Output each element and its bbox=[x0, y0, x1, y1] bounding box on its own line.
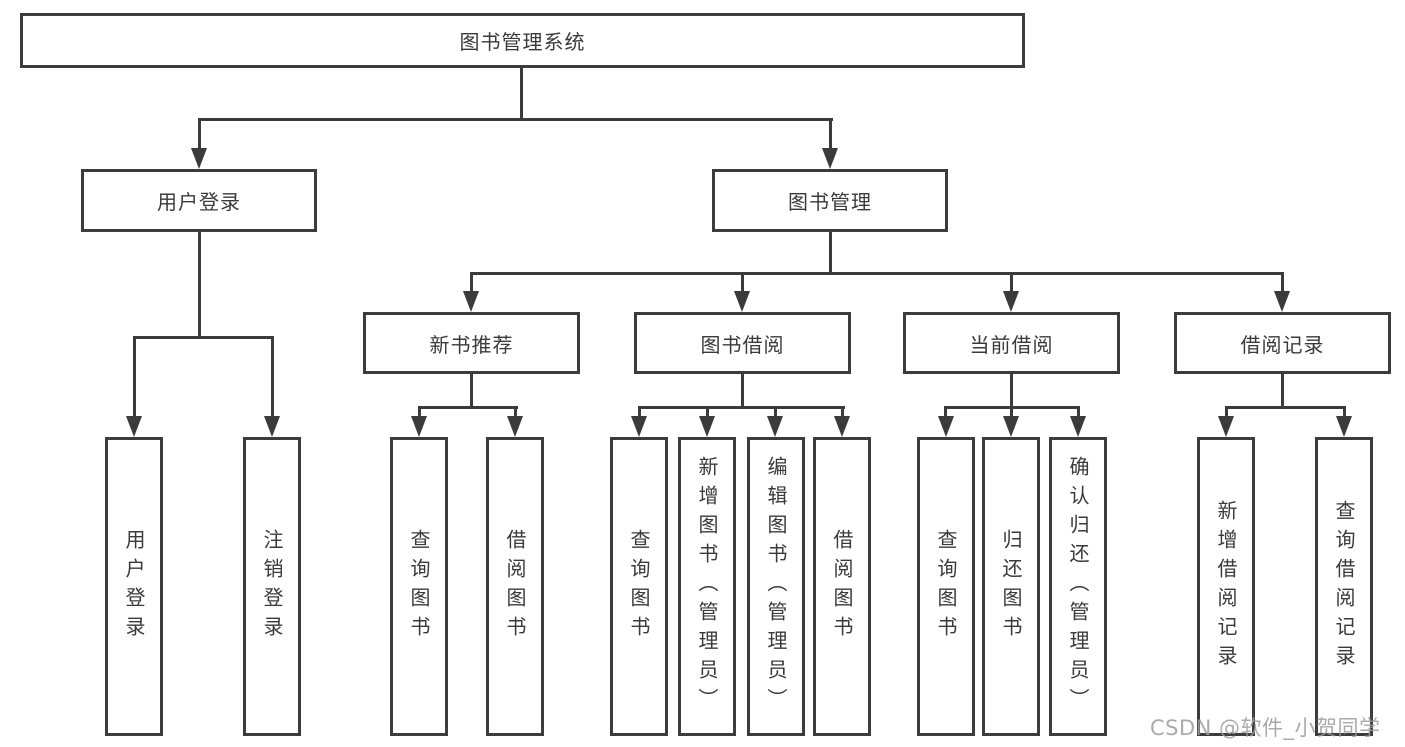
connector-line bbox=[1010, 406, 1013, 418]
connector-line bbox=[198, 118, 201, 150]
connector-line bbox=[198, 118, 833, 121]
leaf-label: 查询图书 bbox=[934, 528, 958, 645]
watermark: CSDN @软件_小贺同学 bbox=[1150, 716, 1381, 740]
node-book-management: 图书管理 bbox=[712, 169, 948, 232]
leaf-label: 归还图书 bbox=[999, 528, 1023, 645]
node-label: 图书借阅 bbox=[700, 332, 785, 357]
connector-line bbox=[944, 406, 947, 418]
arrow-down-icon bbox=[1003, 416, 1019, 437]
leaf-label: 查询借阅记录 bbox=[1332, 499, 1356, 674]
connector-line bbox=[133, 336, 136, 418]
leaf-label: 查询图书 bbox=[407, 528, 431, 645]
connector-line bbox=[1281, 374, 1284, 409]
connector-line bbox=[1225, 406, 1346, 409]
connector-line bbox=[638, 406, 641, 418]
connector-line bbox=[706, 406, 709, 418]
arrow-down-icon bbox=[1336, 416, 1352, 437]
leaf-logout: 注销登录 bbox=[243, 437, 301, 736]
connector-line bbox=[774, 406, 777, 418]
arrow-down-icon bbox=[126, 416, 142, 437]
leaf-label: 新增借阅记录 bbox=[1214, 499, 1238, 674]
arrow-down-icon bbox=[938, 416, 954, 437]
node-label: 图书管理 bbox=[788, 190, 872, 214]
leaf-add-borrow-record: 新增借阅记录 bbox=[1197, 437, 1255, 736]
leaf-user-login: 用户登录 bbox=[105, 437, 163, 736]
arrow-down-icon bbox=[699, 416, 715, 437]
connector-line bbox=[1077, 406, 1080, 418]
leaf-label: 编辑图书（管理员） bbox=[764, 456, 788, 717]
arrow-down-icon bbox=[834, 416, 850, 437]
connector-line bbox=[829, 232, 832, 272]
connector-line bbox=[470, 374, 473, 409]
leaf-add-books-admin: 新增图书（管理员） bbox=[678, 437, 736, 736]
node-label: 借阅记录 bbox=[1240, 332, 1325, 357]
leaf-label: 用户登录 bbox=[122, 528, 146, 645]
leaf-borrow-books-recommend: 借阅图书 bbox=[486, 437, 544, 736]
node-current-borrow: 当前借阅 bbox=[903, 312, 1120, 374]
leaf-return-books: 归还图书 bbox=[982, 437, 1040, 736]
connector-line bbox=[470, 272, 473, 293]
connector-line bbox=[638, 406, 845, 409]
arrow-down-icon bbox=[507, 416, 523, 437]
connector-line bbox=[514, 406, 517, 418]
leaf-edit-books-admin: 编辑图书（管理员） bbox=[747, 437, 805, 736]
arrow-down-icon bbox=[264, 416, 280, 437]
arrow-down-icon bbox=[411, 416, 427, 437]
connector-line bbox=[520, 68, 523, 118]
connector-line bbox=[741, 374, 744, 409]
node-root-library-system: 图书管理系统 bbox=[20, 13, 1025, 68]
leaf-query-books-current: 查询图书 bbox=[917, 437, 975, 736]
leaf-query-borrow-record: 查询借阅记录 bbox=[1315, 437, 1373, 736]
connector-line bbox=[1225, 406, 1228, 418]
connector-line bbox=[418, 406, 421, 418]
arrow-down-icon bbox=[463, 291, 479, 312]
node-label: 用户登录 bbox=[157, 190, 241, 214]
node-new-book-recommend: 新书推荐 bbox=[363, 312, 580, 374]
arrow-down-icon bbox=[191, 148, 207, 169]
connector-line bbox=[829, 118, 832, 150]
arrow-down-icon bbox=[1274, 291, 1290, 312]
node-borrow-records: 借阅记录 bbox=[1174, 312, 1391, 374]
leaf-label: 借阅图书 bbox=[503, 528, 527, 645]
arrow-down-icon bbox=[767, 416, 783, 437]
leaf-label: 借阅图书 bbox=[830, 528, 854, 645]
arrow-down-icon bbox=[822, 148, 838, 169]
connector-line bbox=[1281, 272, 1284, 293]
node-label: 当前借阅 bbox=[969, 332, 1054, 357]
connector-line bbox=[133, 336, 274, 339]
connector-line bbox=[1010, 272, 1013, 293]
connector-line bbox=[418, 406, 518, 409]
arrow-down-icon bbox=[631, 416, 647, 437]
connector-line bbox=[1343, 406, 1346, 418]
leaf-borrow-books: 借阅图书 bbox=[813, 437, 871, 736]
arrow-down-icon bbox=[1218, 416, 1234, 437]
connector-line bbox=[470, 272, 1284, 275]
node-label: 图书管理系统 bbox=[459, 30, 586, 54]
leaf-label: 确认归还（管理员） bbox=[1066, 456, 1090, 717]
arrow-down-icon bbox=[1070, 416, 1086, 437]
leaf-label: 新增图书（管理员） bbox=[695, 456, 719, 717]
node-user-login: 用户登录 bbox=[81, 169, 317, 232]
connector-line bbox=[841, 406, 844, 418]
arrow-down-icon bbox=[1003, 291, 1019, 312]
connector-line bbox=[271, 336, 274, 418]
leaf-query-books-recommend: 查询图书 bbox=[390, 437, 448, 736]
node-book-borrow: 图书借阅 bbox=[634, 312, 851, 374]
leaf-query-books-borrow: 查询图书 bbox=[610, 437, 668, 736]
connector-line bbox=[198, 232, 201, 336]
connector-line bbox=[1010, 374, 1013, 409]
leaf-label: 注销登录 bbox=[260, 528, 284, 645]
leaf-label: 查询图书 bbox=[627, 528, 651, 645]
node-label: 新书推荐 bbox=[429, 332, 514, 357]
arrow-down-icon bbox=[734, 291, 750, 312]
connector-line bbox=[741, 272, 744, 293]
leaf-confirm-return-admin: 确认归还（管理员） bbox=[1049, 437, 1107, 736]
